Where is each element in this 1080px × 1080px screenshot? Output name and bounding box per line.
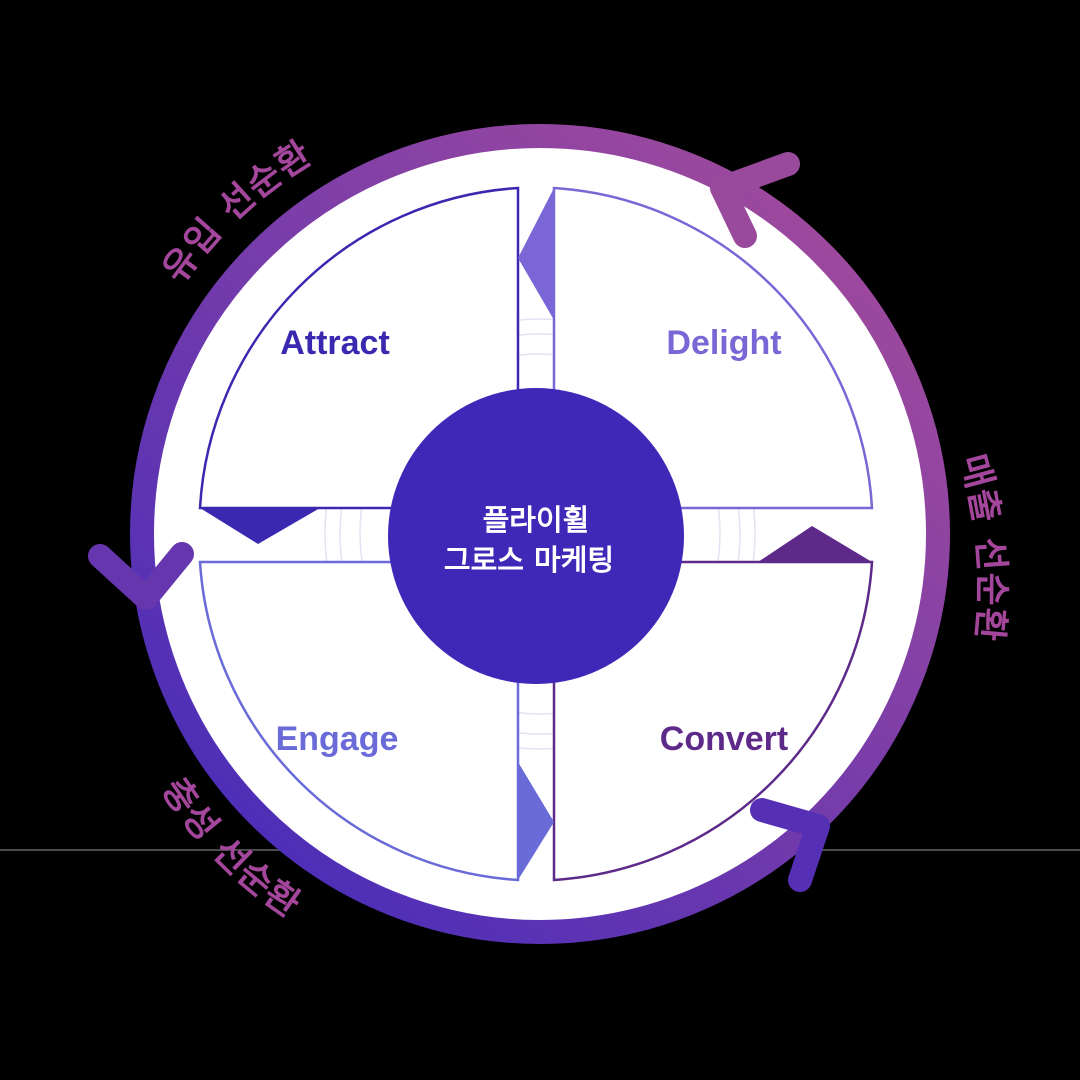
label-convert: Convert (660, 720, 788, 758)
label-engage: Engage (276, 720, 399, 758)
flow-triangle-right (758, 526, 872, 562)
label-attract: Attract (280, 324, 390, 362)
arrow-head-left (88, 542, 194, 610)
guide-circles (324, 318, 756, 750)
flow-triangle-bottom (518, 762, 554, 880)
flow-triangle-top (518, 188, 554, 320)
cycle-label-right: 매출 선순환 (952, 450, 1012, 643)
label-delight: Delight (666, 324, 781, 362)
arrow-head-bottom-right (750, 798, 830, 892)
center-circle (388, 388, 684, 684)
center-title-line1: 플라이휠 (483, 503, 590, 537)
flow-triangle-left (200, 508, 320, 544)
center-title-line2: 그로스 마케팅 (444, 543, 614, 577)
arrow-head-top-right (710, 152, 800, 248)
